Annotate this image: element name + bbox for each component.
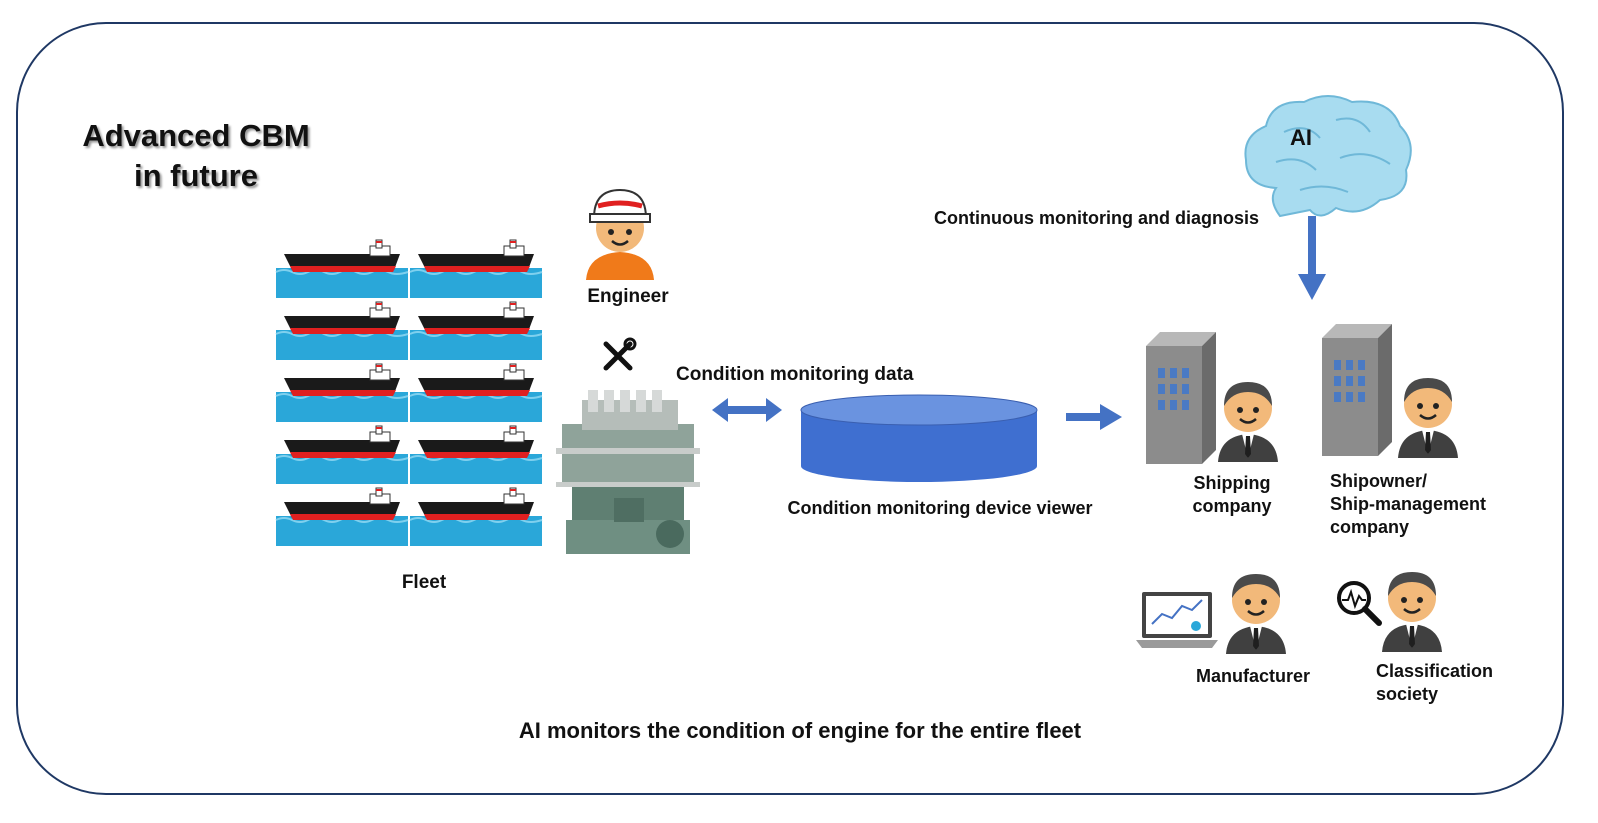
- businessman-icon: [1382, 572, 1442, 652]
- right-arrow: [1066, 404, 1122, 430]
- businessman-icon: [1398, 378, 1458, 458]
- ship-icon: [275, 487, 409, 546]
- ship-icon: [275, 239, 409, 298]
- manufacturer-label: Manufacturer: [1196, 666, 1311, 686]
- diagram-frame: [16, 22, 1564, 795]
- ai-label: AI: [1290, 125, 1312, 150]
- magnifier-icon: [1337, 581, 1382, 626]
- footer-caption: AI monitors the condition of engine for …: [518, 718, 1082, 743]
- ship-icon: [409, 487, 543, 546]
- engineer-label: Engineer: [587, 286, 669, 307]
- viewer-label: Condition monitoring device viewer: [787, 498, 1093, 518]
- continuous-label: Continuous monitoring and diagnosis: [934, 208, 1259, 228]
- engine-icon: [556, 390, 700, 554]
- shipowner-label: Shipowner/ Ship-management company: [1330, 470, 1530, 539]
- fleet-label: Fleet: [401, 572, 447, 593]
- down-arrow: [1298, 216, 1326, 300]
- title-line2: in future: [134, 158, 258, 193]
- businessman-icon: [1226, 574, 1286, 654]
- shipping-company-line2: company: [1192, 496, 1272, 516]
- businessman-icon: [1218, 382, 1278, 462]
- classification-line2: society: [1376, 684, 1439, 704]
- ship-icon: [275, 363, 409, 422]
- ship-icon: [409, 239, 543, 298]
- diagram-title: Advanced CBM in future: [66, 116, 326, 196]
- ship-icon: [409, 425, 543, 484]
- shipowner-line3: company: [1330, 517, 1410, 537]
- building-icon: [1322, 324, 1392, 456]
- bidirectional-arrow: [712, 398, 782, 422]
- classification-line1: Classification: [1376, 661, 1494, 681]
- ship-icon: [409, 301, 543, 360]
- shipping-company-label: Shipping company: [1170, 472, 1294, 518]
- shipping-company-line1: Shipping: [1193, 473, 1271, 493]
- brain-icon: [1244, 95, 1412, 218]
- building-icon: [1146, 332, 1216, 464]
- ship-icon: [275, 301, 409, 360]
- shipowner-line2: Ship-management: [1330, 494, 1487, 514]
- shipowner-line1: Shipowner/: [1330, 471, 1428, 491]
- ship-icon: [409, 363, 543, 422]
- engineer-icon: [586, 188, 654, 280]
- condition-data-label: Condition monitoring data: [676, 364, 914, 385]
- classification-label: Classification society: [1376, 660, 1526, 706]
- laptop-icon: [1136, 592, 1218, 648]
- database-icon: [800, 394, 1038, 482]
- title-line1: Advanced CBM: [82, 118, 310, 153]
- ship-icon: [275, 425, 409, 484]
- fleet-grid: [275, 238, 543, 546]
- wrench-screwdriver-icon: [603, 337, 637, 371]
